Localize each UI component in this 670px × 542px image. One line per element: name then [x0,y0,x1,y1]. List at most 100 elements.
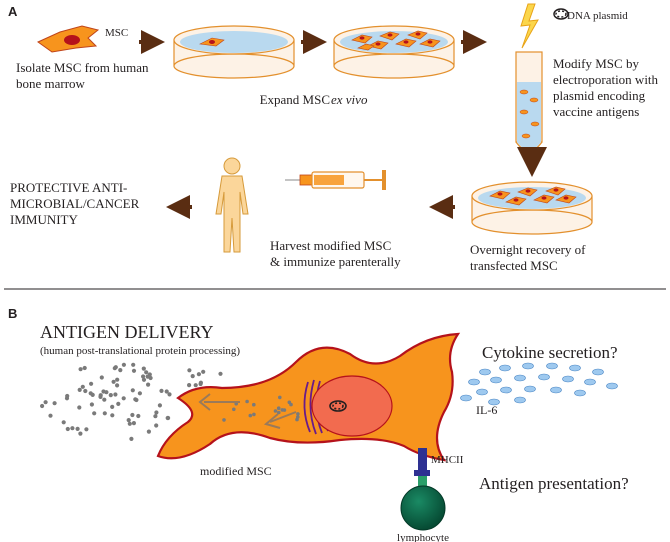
modify-line-4: vaccine antigens [553,104,639,119]
antigen-dot [198,381,203,387]
antigen-dot [115,383,120,388]
il6-molecule [514,374,526,382]
il6-molecule [490,376,502,384]
antigen-dot [90,392,95,397]
plasmid-in-nucleus-icon [329,400,347,412]
antigen-dot [99,375,104,380]
antigen-dot [157,403,162,408]
petri-dish-1 [173,25,295,79]
antigen-dot [61,420,66,425]
antigen-dot [222,418,226,422]
antigen-dot [141,366,146,371]
antigen-dot [196,372,201,377]
il6-molecule [500,386,512,394]
il6-molecule [592,368,604,376]
isolate-line-2: bone marrow [16,76,86,91]
petri-dish-2 [333,25,455,79]
antigen-dot [77,405,82,410]
antigen-dot [40,403,45,409]
il6-molecule [562,375,574,383]
modified-msc-cell [156,332,461,462]
modify-line-1: Modify MSC by [553,56,639,71]
protective-line-2: MICROBIAL/CANCER [10,196,140,211]
antigen-dot [159,388,164,393]
antigen-dot [80,384,85,389]
il6-molecule [574,389,586,397]
syringe-icon [285,170,386,190]
dna-plasmid-label: DNA plasmid [567,10,628,22]
antigen-dot [133,397,138,402]
antigen-dot [116,401,121,406]
antigen-dot [98,393,103,398]
harvest-line-1: Harvest modified MSC [270,238,391,253]
antigen-dot [129,436,134,441]
test-tube [515,51,543,152]
antigen-dot [52,401,57,406]
antigen-dot [104,390,109,395]
antigen-dot [113,392,118,397]
il6-molecule [550,386,562,394]
dna-plasmid-icon [553,8,569,20]
antigen-dot [232,407,236,412]
il6-molecule [479,368,491,376]
antigen-dot [273,409,278,413]
antigen-dot [164,389,169,394]
il6-molecule [522,362,534,370]
antigen-dot [110,404,115,409]
antigen-dot [65,393,70,399]
antigen-dot [48,413,53,418]
antigen-dot [252,412,256,417]
il6-molecule [584,378,596,386]
modify-line-2: electroporation with [553,72,659,87]
modify-line-3: plasmid encoding [553,88,646,103]
cytokine-label: Cytokine secretion? [482,343,618,362]
isolated-msc-cell [37,25,100,53]
antigen-dot [70,426,75,431]
il6-molecules [460,362,618,406]
antigen-dot [295,417,299,422]
antigen-dot [282,408,287,412]
overnight-line-1: Overnight recovery of [470,242,586,257]
antigen-dot [84,427,89,432]
il6-molecule [499,364,511,372]
petri-dish-3 [471,181,593,235]
antigen-dot [75,426,80,431]
antigen-dot [126,418,131,423]
antigen-dot [113,365,118,370]
il6-molecule [488,398,500,406]
antigen-dot [131,421,136,426]
antigen-dot [108,393,113,398]
export-arrows [198,393,297,429]
antigen-dot [187,368,192,373]
il6-molecule [476,388,488,396]
antigen-dot [136,413,141,419]
antigen-dot [141,377,147,382]
il6-molecule [606,382,618,390]
antigen-dot [89,381,94,386]
antigen-dot [118,368,123,373]
antigen-dot [154,410,159,415]
lymphocyte-cell [400,485,446,531]
antigen-dot [121,396,126,401]
human-figure-icon [215,157,249,253]
expand-label: Expand MSC [260,92,330,107]
antigen-dot [77,387,82,392]
intracellular-antigen-dots [222,395,300,422]
secreted-antigen-dots [40,362,241,441]
antigen-dot [278,395,282,400]
antigen-dot [82,365,87,371]
antigen-dot [296,412,300,416]
overnight-line-2: transfected MSC [470,258,558,273]
antigen-dot [121,362,126,367]
antigen-dot [146,429,151,434]
il6-label: IL-6 [476,403,497,417]
antigen-dot [146,382,151,387]
isolate-line-1: Isolate MSC from human [16,60,149,75]
antigen-dot [153,414,158,419]
protective-line-3: IMMUNITY [10,212,78,227]
antigen-dot [193,383,198,388]
antigen-dot [148,375,153,381]
antigen-dot [130,412,135,418]
panel-b-letter: B [8,306,17,321]
